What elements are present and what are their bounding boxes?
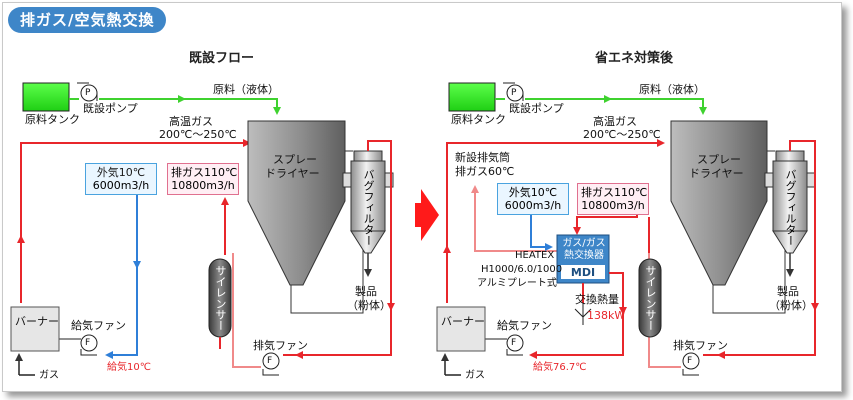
- right-outside-air-flow: 6000m3/h: [504, 199, 562, 212]
- left-heading: 既設フロー: [189, 51, 255, 66]
- left-spray-label-1: スプレー: [273, 153, 317, 166]
- left-pump-label: 既設ポンプ: [83, 102, 138, 115]
- right-exhaust-fan-shape: [682, 352, 700, 370]
- left-bag-filter-shape: [342, 150, 394, 254]
- left-supply-fan-symbol: F: [85, 338, 91, 348]
- heatex-model-1: HEATEX: [515, 250, 555, 261]
- left-pump-symbol: P: [85, 88, 91, 98]
- left-hot-gas-label: 高温ガス: [169, 115, 213, 128]
- right-panel-graphics: [436, 82, 819, 376]
- right-outside-air-box: 外気10℃ 6000m3/h: [497, 183, 569, 215]
- left-exhaust-fan-shape: [262, 352, 280, 370]
- left-silencer-label: サイレンサー: [214, 265, 227, 331]
- left-tank-label: 原料タンク: [25, 113, 80, 126]
- left-hot-gas-temp: 200℃～250℃: [159, 128, 237, 141]
- right-exhaust-flow: 10800m3/h: [581, 199, 645, 212]
- left-exhaust-box: 排ガス110℃ 10800m3/h: [167, 163, 239, 195]
- left-exhaust-flow: 10800m3/h: [171, 179, 235, 192]
- left-supply-air-temp: 給気10℃: [107, 362, 151, 373]
- right-bag-filter-shape: [764, 150, 816, 254]
- right-exhaust-box: 排ガス110℃ 10800m3/h: [577, 183, 649, 215]
- right-product-label-2: （粉体）: [769, 299, 813, 312]
- left-gas-label: ガス: [39, 370, 59, 381]
- left-outside-air-box: 外気10℃ 6000m3/h: [85, 163, 157, 195]
- left-exhaust-fan-symbol: F: [267, 356, 273, 366]
- heatex-model-3: アルミプレート式: [477, 278, 557, 289]
- right-supply-air-temp: 給気76.7℃: [533, 362, 587, 373]
- transition-arrow: [415, 189, 439, 241]
- title-tag: 排ガス/空気熱交換: [8, 7, 167, 33]
- right-hot-gas-temp: 200℃～250℃: [583, 128, 661, 141]
- mdi-logo: MDI: [570, 266, 596, 279]
- right-supply-fan-shape: [506, 334, 524, 352]
- left-supply-fan-shape: [80, 334, 98, 352]
- left-exhaust-temp: 排ガス110℃: [171, 166, 238, 179]
- left-feed-label: 原料（液体）: [213, 83, 279, 96]
- right-exhaust-temp: 排ガス110℃: [581, 186, 648, 199]
- left-product-label-2: （粉体）: [347, 299, 391, 312]
- left-supply-fan-label: 給気ファン: [71, 319, 126, 332]
- right-outside-air-temp: 外気10℃: [508, 186, 558, 199]
- left-panel-graphics: [10, 82, 395, 376]
- right-gas-label: ガス: [465, 370, 485, 381]
- left-spray-dryer-shape: [247, 120, 346, 286]
- right-hot-gas-label: 高温ガス: [593, 115, 637, 128]
- left-spray-label-2: ドライヤー: [265, 167, 320, 180]
- right-silencer-label: サイレンサー: [644, 265, 657, 331]
- heatex-model-2: H1000/6.0/1000: [481, 264, 563, 275]
- left-outside-air-temp: 外気10℃: [96, 166, 146, 179]
- right-burner-shape: [436, 306, 486, 352]
- right-pump-symbol: P: [511, 88, 517, 98]
- right-bag-filter-label: バグフィルター: [784, 169, 797, 246]
- left-burner-label: バーナー: [15, 315, 59, 328]
- right-new-stack-label: 新設排気筒: [455, 151, 510, 164]
- left-outside-air-flow: 6000m3/h: [92, 179, 150, 192]
- right-tank-shape: [448, 82, 496, 112]
- right-heading: 省エネ対策後: [595, 51, 674, 66]
- heat-exchanger-label-1: ガス/ガス: [562, 238, 606, 249]
- diagram-frame: 排ガス/空気熱交換 既設フロー 原料タンク 既設ポンプ P 原料（液体） 高温ガ…: [2, 2, 842, 392]
- right-product-label-1: 製品: [777, 285, 799, 298]
- heat-exchange-value: 138kW: [587, 309, 626, 322]
- right-new-stack-temp: 排ガス60℃: [455, 165, 515, 178]
- right-exhaust-fan-symbol: F: [687, 356, 693, 366]
- left-bag-filter-label: バグフィルター: [362, 169, 375, 246]
- left-exhaust-fan-label: 排気ファン: [253, 339, 308, 352]
- right-silencer-shape: [638, 258, 662, 338]
- left-tank-shape: [22, 82, 70, 112]
- heat-exchanger-label-2: 熱交換器: [564, 250, 604, 261]
- heat-exchanger-shape: [556, 234, 610, 284]
- left-burner-shape: [10, 306, 60, 352]
- flow-diagram-graphics: [10, 82, 819, 376]
- heat-exchange-label: 交換熱量: [575, 293, 619, 306]
- right-pump-label: 既設ポンプ: [509, 102, 564, 115]
- right-burner-label: バーナー: [441, 315, 485, 328]
- right-supply-fan-label: 給気ファン: [497, 319, 552, 332]
- right-spray-dryer-shape: [670, 120, 768, 286]
- right-feed-label: 原料（液体）: [639, 83, 705, 96]
- right-spray-label-1: スプレー: [697, 153, 741, 166]
- right-exhaust-fan-label: 排気ファン: [673, 339, 728, 352]
- left-product-label-1: 製品: [355, 285, 377, 298]
- right-tank-label: 原料タンク: [451, 113, 506, 126]
- right-supply-fan-symbol: F: [511, 338, 517, 348]
- right-spray-label-2: ドライヤー: [689, 167, 744, 180]
